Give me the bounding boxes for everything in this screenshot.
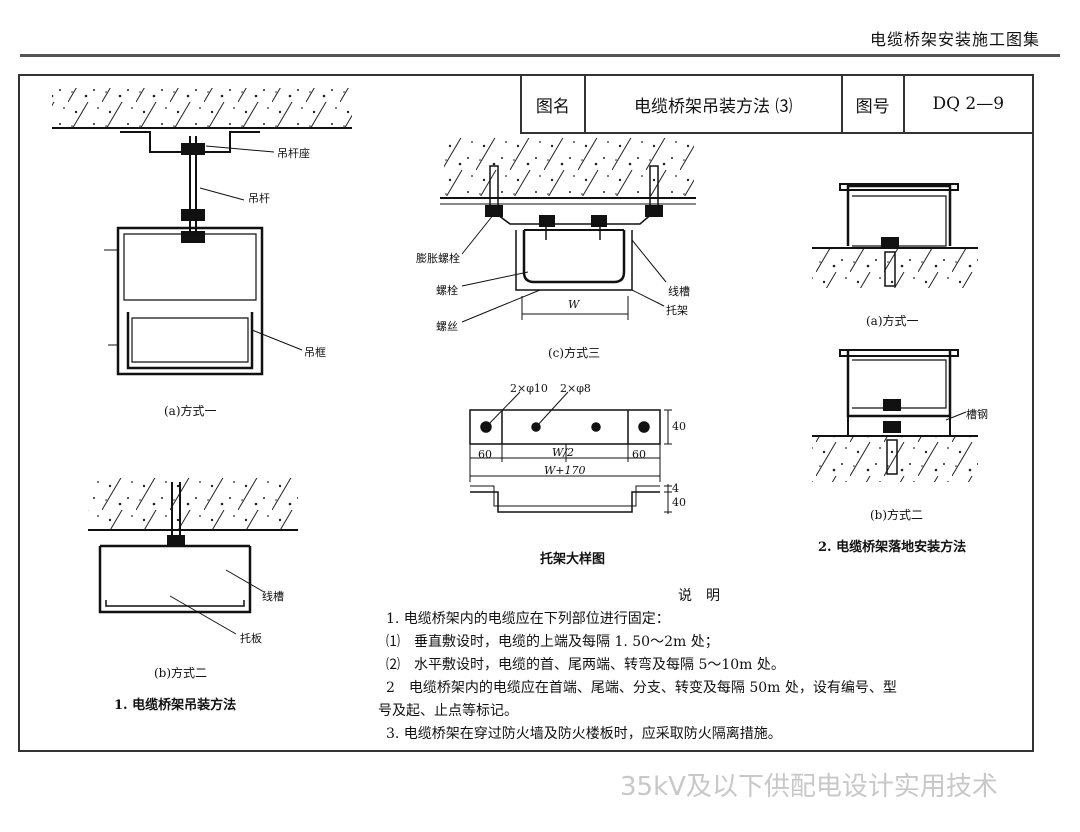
dim-height-4: 4: [672, 482, 679, 495]
label-channel-steel: 槽钢: [966, 408, 988, 421]
note-line: 2 电缆桥架内的电缆应在首端、尾端、分支、转变及每隔 50m 处，设有编号、型: [386, 680, 897, 696]
dim-total-width: W+170: [544, 464, 586, 477]
label-trough-c: 线槽: [668, 285, 690, 298]
floor-a-drawing: [812, 183, 978, 288]
label-screw: 螺丝: [436, 320, 458, 333]
dim-height-40a: 40: [672, 420, 686, 433]
note-line: 号及起、止点等标记。: [378, 703, 518, 719]
bracket-detail-title: 托架大样图: [540, 552, 606, 567]
hanging-b-drawing: [88, 478, 298, 635]
caption-floor-b: (b)方式二: [870, 508, 924, 522]
caption-hanging-a: (a)方式一: [164, 404, 217, 418]
caption-hanging-c: (c)方式三: [548, 346, 601, 360]
label-expansion-bolt: 膨胀螺栓: [416, 252, 460, 265]
label-rod-seat: 吊杆座: [277, 147, 310, 160]
dim-left-60: 60: [478, 448, 492, 461]
notes-title: 说 明: [678, 588, 720, 604]
hanging-c-drawing: [440, 138, 696, 323]
note-line: 1. 电缆桥架内的电缆应在下列部位进行固定：: [386, 611, 670, 627]
label-trough-b: 线槽: [262, 590, 284, 603]
floor-b-drawing: [812, 349, 978, 482]
dim-right-60: 60: [632, 448, 646, 461]
watermark: 35kV及以下供配电设计实用技术: [620, 772, 998, 802]
title-name-value: 电缆桥架吊装方法 ⑶: [586, 76, 843, 132]
notes-block: 说 明 1. 电缆桥架内的电缆应在下列部位进行固定： ⑴ 垂直敷设时，电缆的上端…: [378, 585, 1028, 746]
title-number-value: DQ 2—9: [932, 94, 1005, 114]
label-bolt: 螺栓: [436, 284, 458, 297]
caption-hanging-b: (b)方式二: [154, 666, 208, 680]
label-rod: 吊杆: [248, 192, 270, 205]
note-line: ⑵ 水平敷设时，电缆的首、尾两端、转弯及每隔 5～10m 处。: [386, 657, 785, 673]
section-title-floor: 2. 电缆桥架落地安装方法: [818, 540, 967, 555]
label-width: W: [568, 298, 580, 311]
dim-holes-8: 2×φ8: [560, 382, 591, 395]
title-name-label: 图名: [522, 76, 586, 132]
note-line: ⑴ 垂直敷设时，电缆的上端及每隔 1. 50～2m 处；: [386, 634, 719, 650]
caption-floor-a: (a)方式一: [866, 314, 919, 328]
title-block: 图名 电缆桥架吊装方法 ⑶ 图号 DQ 2—9: [520, 76, 1032, 134]
header-rule: [20, 54, 1060, 57]
dim-height-40b: 40: [672, 496, 686, 509]
label-plate: 托板: [240, 632, 262, 645]
dim-half-width: W/2: [552, 446, 575, 459]
section-title-hanging: 1. 电缆桥架吊装方法: [114, 698, 237, 713]
label-frame: 吊框: [304, 346, 326, 359]
label-bracket: 托架: [666, 304, 688, 317]
note-line: 3. 电缆桥架在穿过防火墙及防火楼板时，应采取防火隔离措施。: [386, 726, 782, 742]
drawing-frame: [18, 74, 1034, 752]
hanging-a-drawing: [52, 88, 352, 376]
bracket-detail-drawing: [469, 391, 672, 514]
document-header-title: 电缆桥架安装施工图集: [869, 30, 1040, 49]
dim-holes-10: 2×φ10: [510, 382, 548, 395]
title-number-label: 图号: [843, 76, 905, 132]
